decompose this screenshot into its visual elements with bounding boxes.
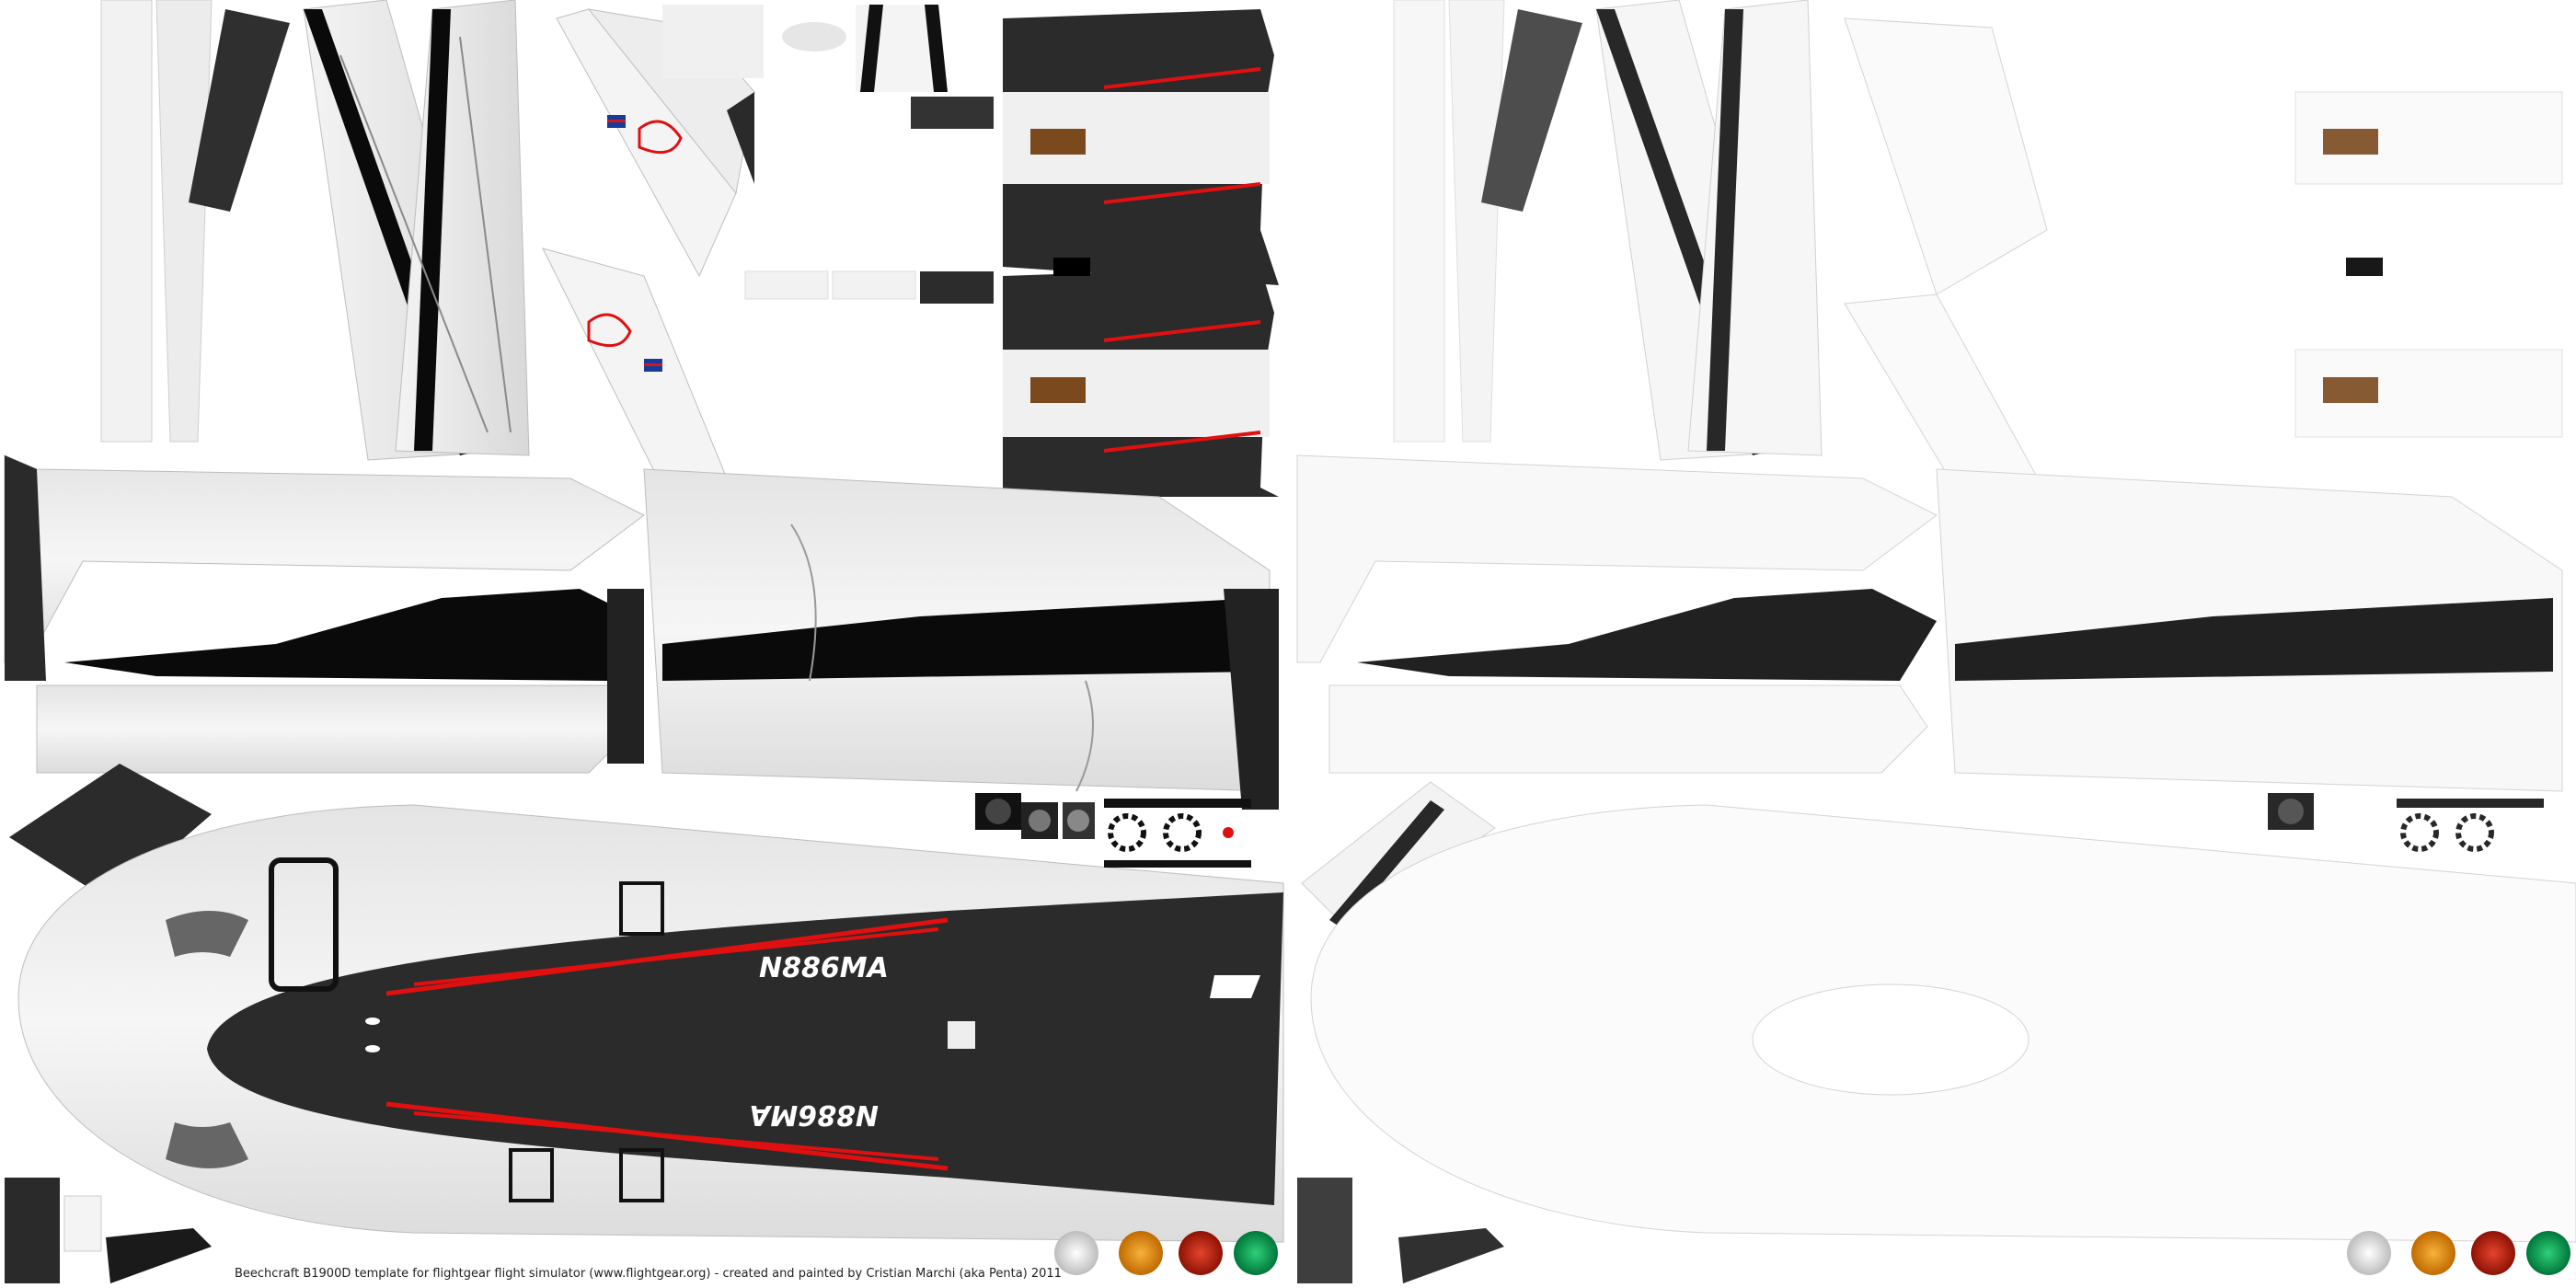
wing-panel-strips [100,0,530,461]
swatch-white-template [2347,1231,2391,1275]
swatch-amber-template [2411,1231,2455,1275]
fuselage-top-panel: N886MA N886MA [17,804,1284,1243]
swatch-green-template [2526,1231,2570,1275]
eagle-logo-icon [638,120,683,155]
swatch-green [1234,1231,1278,1275]
swatch-red [1179,1231,1223,1275]
registration-upper: N886MA [759,952,889,984]
right-template-layout [1296,0,2576,1283]
fuselage-side-panels [4,454,1279,810]
credit-caption: Beechcraft B1900D template for flightgea… [235,1267,1062,1281]
left-livery-layout: N886MA N886MA [4,0,1284,1283]
swatch-amber [1119,1231,1163,1275]
gauge-set [975,793,1251,868]
engine-nacelle-panels [1003,9,1279,497]
swatch-white [1054,1231,1098,1275]
swatch-red-template [2471,1231,2515,1275]
vertical-tail-panels [542,8,755,489]
eagle-logo-icon [587,313,632,348]
registration-lower: N886MA [749,1098,879,1131]
